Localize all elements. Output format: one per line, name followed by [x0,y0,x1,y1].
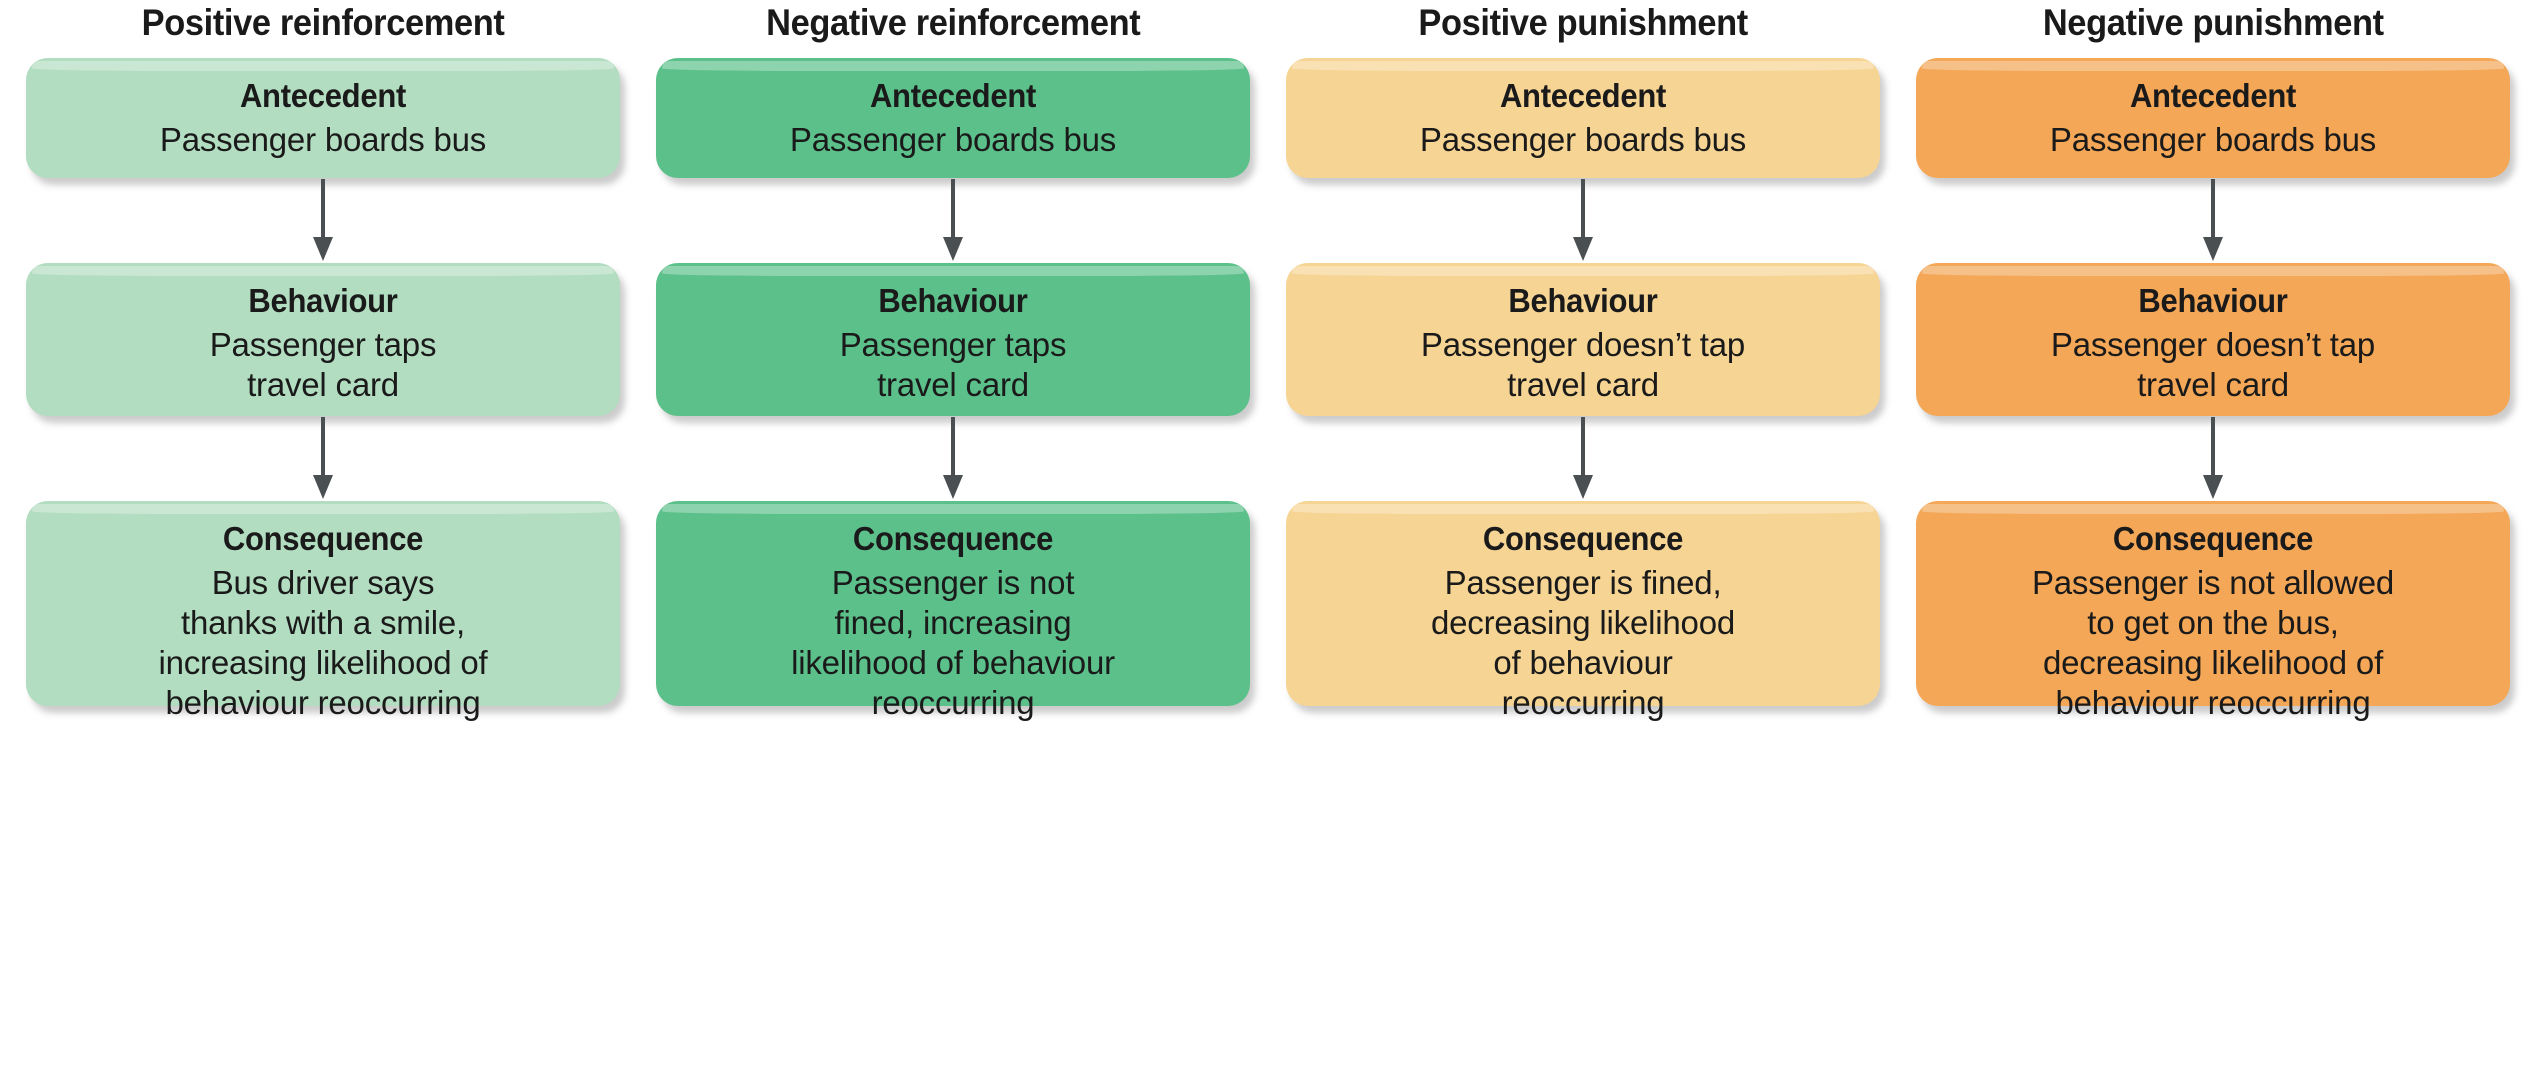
box-title: Consequence [2112,520,2314,557]
down-arrow-icon [1286,178,1880,263]
box-body: Passenger doesn’t tap travel card [1420,326,1746,403]
box-body: Bus driver says thanks with a smile, inc… [158,564,488,721]
column-header: Positive punishment [1418,2,1748,43]
column-header: Negative reinforcement [765,2,1141,43]
box-body: Passenger boards bus [789,121,1117,158]
column-header: Positive reinforcement [141,2,505,43]
box-body: Passenger is not allowed to get on the b… [2031,564,2395,721]
column-header: Negative punishment [2042,2,2384,43]
down-arrow-icon [1286,416,1880,501]
box-title: Antecedent [1499,77,1667,114]
down-arrow-icon [1916,416,2510,501]
box-body: Passenger taps travel card [209,326,437,403]
box-title: Antecedent [869,77,1037,114]
down-arrow-icon [1916,178,2510,263]
box-title: Behaviour [1508,282,1658,319]
box-title: Antecedent [239,77,407,114]
down-arrow-icon [26,416,620,501]
box-body: Passenger boards bus [1419,121,1747,158]
down-arrow-icon [26,178,620,263]
box-body: Passenger boards bus [2049,121,2377,158]
box-title: Consequence [1482,520,1684,557]
box-title: Behaviour [2138,282,2288,319]
box-body: Passenger doesn’t tap travel card [2050,326,2376,403]
box-title: Behaviour [248,282,398,319]
box-title: Consequence [852,520,1054,557]
down-arrow-icon [656,178,1250,263]
box-body: Passenger is fined, decreasing likelihoo… [1431,564,1735,721]
down-arrow-icon [656,416,1250,501]
box-body: Passenger boards bus [159,121,487,158]
box-title: Antecedent [2129,77,2297,114]
box-body: Passenger is not fined, increasing likel… [791,564,1115,721]
box-title: Consequence [222,520,424,557]
box-title: Behaviour [878,282,1028,319]
box-body: Passenger taps travel card [839,326,1067,403]
